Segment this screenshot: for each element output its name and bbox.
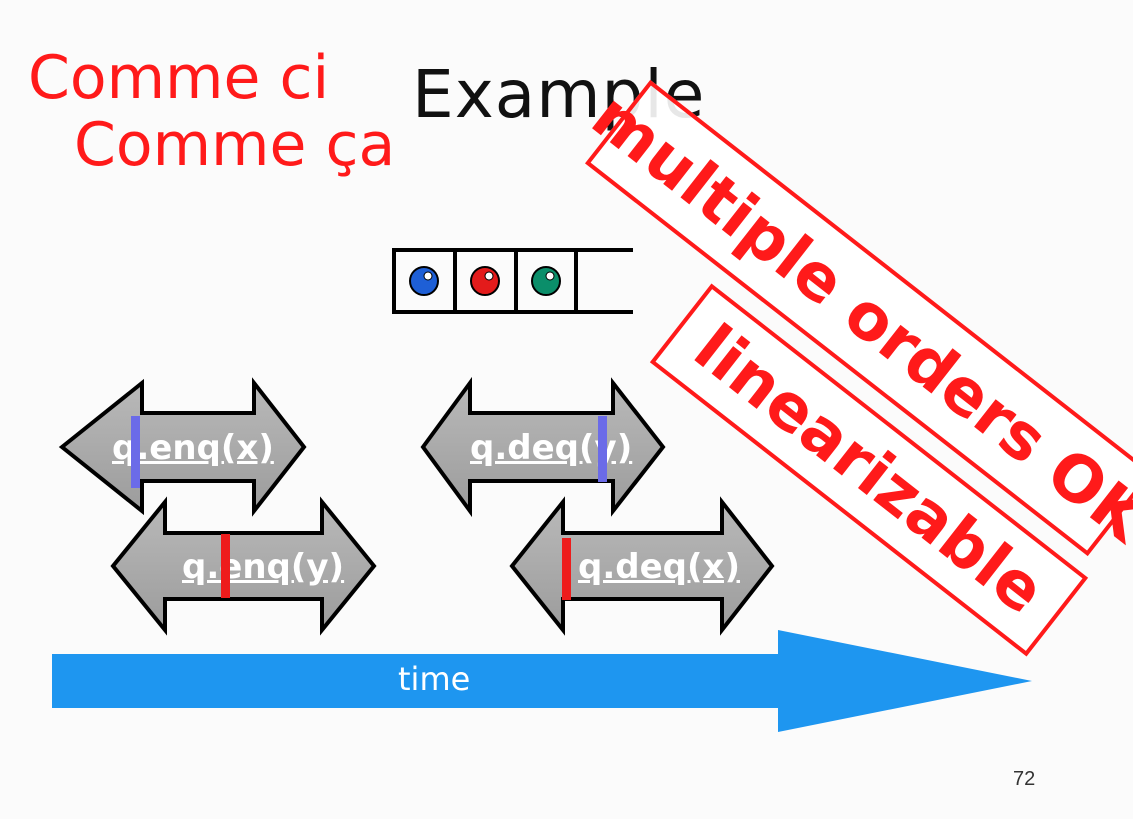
queue-item-3 bbox=[531, 266, 561, 296]
comme-ci-text: Comme ci bbox=[28, 43, 330, 113]
op-label-deq-x: q.deq(x) bbox=[578, 547, 740, 587]
queue-item-2 bbox=[470, 266, 500, 296]
queue-item-eye bbox=[484, 271, 494, 281]
operation-arrow-enq-y bbox=[110, 496, 377, 636]
queue-diagram bbox=[392, 248, 633, 314]
op-label-deq-y: q.deq(y) bbox=[470, 428, 633, 468]
time-arrow bbox=[52, 630, 1032, 732]
page-number: 72 bbox=[1013, 768, 1036, 790]
queue-item-eye bbox=[423, 271, 433, 281]
linearization-marker-enq-y bbox=[221, 534, 230, 598]
linearization-marker-deq-y bbox=[598, 416, 607, 482]
linearization-marker-deq-x bbox=[562, 538, 571, 600]
operation-arrow-deq-x bbox=[509, 496, 775, 636]
linearization-marker-enq-x bbox=[131, 416, 140, 488]
queue-item-eye bbox=[545, 271, 555, 281]
queue-item-1 bbox=[409, 266, 439, 296]
operation-arrow-enq-x bbox=[58, 377, 307, 517]
time-label: time bbox=[398, 660, 471, 698]
op-label-enq-y: q.enq(y) bbox=[182, 547, 345, 587]
comme-ca-text: Comme ça bbox=[74, 110, 396, 180]
